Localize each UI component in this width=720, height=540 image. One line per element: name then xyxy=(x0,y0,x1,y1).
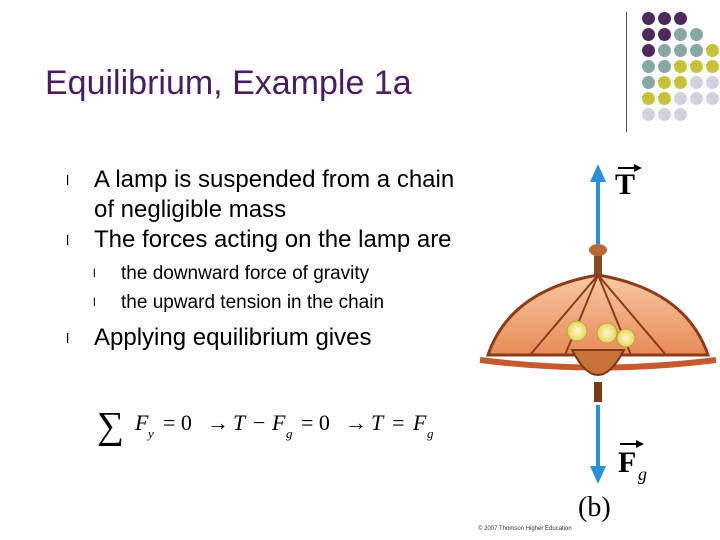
decor-dot xyxy=(658,108,671,121)
decor-dot xyxy=(642,60,655,73)
decor-dot xyxy=(658,12,671,25)
bullet-marker: l xyxy=(66,232,70,248)
arrow: → xyxy=(207,410,229,435)
lamp-chain xyxy=(594,245,602,285)
decor-dot xyxy=(690,28,703,41)
decor-dot xyxy=(674,44,687,57)
subscript-g: g xyxy=(286,426,293,441)
decor-dot xyxy=(690,60,703,73)
decor-dot xyxy=(642,28,655,41)
lamp-force-diagram: T F g (b) xyxy=(479,164,717,523)
tension-t: T xyxy=(233,410,247,435)
slide-title: Equilibrium, Example 1a xyxy=(45,64,412,102)
force-f: F xyxy=(134,410,149,435)
bullet-text: The forces acting on the lamp are xyxy=(94,226,452,253)
tension-arrowhead xyxy=(590,164,606,182)
subscript-y: y xyxy=(146,426,154,441)
decor-dot xyxy=(658,44,671,57)
bullet-item: l The forces acting on the lamp are xyxy=(66,225,466,255)
bullet-marker: l xyxy=(93,295,96,309)
decor-dot xyxy=(642,92,655,105)
sub-bullet-item: l the upward tension in the chain xyxy=(66,288,466,317)
decor-dot xyxy=(658,76,671,89)
sub-bullet-list: l the downward force of gravity l the up… xyxy=(66,259,466,317)
gravity-label: F xyxy=(618,446,636,479)
sub-bullet-text: the downward force of gravity xyxy=(121,263,370,284)
lamp-finial xyxy=(589,244,607,256)
decor-dot xyxy=(674,12,687,25)
decor-dot xyxy=(658,92,671,105)
bullet-text: A lamp is suspended from a chain of negl… xyxy=(94,166,455,223)
force-f: F xyxy=(271,410,286,435)
decor-dot xyxy=(658,28,671,41)
decor-dot xyxy=(674,76,687,89)
gravity-subscript: g xyxy=(638,464,647,484)
decor-dot xyxy=(706,92,719,105)
decor-dot xyxy=(674,108,687,121)
light-bulb-icon xyxy=(596,322,618,344)
vector-arrowhead xyxy=(636,440,644,448)
decorative-dot-grid xyxy=(640,10,720,130)
force-f: F xyxy=(412,410,427,435)
equals: = xyxy=(392,410,404,435)
sub-bullet-text: the upward tension in the chain xyxy=(121,292,385,313)
decor-dot xyxy=(690,44,703,57)
panel-label: (b) xyxy=(578,492,611,523)
decor-dot xyxy=(642,76,655,89)
equals-zero: = 0 xyxy=(163,410,192,435)
decor-dot xyxy=(642,108,655,121)
decor-dot xyxy=(642,12,655,25)
lampshade-ribs xyxy=(529,274,667,356)
decor-dot xyxy=(706,76,719,89)
vector-arrowhead xyxy=(634,164,642,172)
decor-dot xyxy=(642,44,655,57)
decor-dot xyxy=(674,92,687,105)
sub-bullet-item: l the downward force of gravity xyxy=(66,259,466,288)
tension-t: T xyxy=(371,410,385,435)
decor-dot xyxy=(674,28,687,41)
bullet-marker: l xyxy=(66,172,70,188)
decorative-divider xyxy=(626,12,627,132)
light-bulb-icon xyxy=(566,320,588,342)
bullet-marker: l xyxy=(93,266,96,280)
bullet-item: l A lamp is suspended from a chain of ne… xyxy=(66,165,466,225)
lamp-bottom-stem xyxy=(594,382,602,402)
minus: − xyxy=(253,410,265,435)
bullet-marker: l xyxy=(66,330,70,346)
decor-dot xyxy=(690,92,703,105)
decor-dot xyxy=(658,60,671,73)
sum-symbol: ∑ xyxy=(97,405,124,447)
decor-dot xyxy=(706,60,719,73)
decor-dot xyxy=(706,44,719,57)
lampshade xyxy=(485,273,711,357)
equilibrium-equation: ∑ F y = 0 → T − F g = 0 → T = F g xyxy=(97,405,434,447)
decor-dot xyxy=(674,60,687,73)
copyright-note: © 2007 Thomson Higher Education xyxy=(478,526,572,532)
bullet-list: l A lamp is suspended from a chain of ne… xyxy=(66,165,466,353)
arrow: → xyxy=(345,410,367,435)
tension-label: T xyxy=(615,168,635,201)
decor-dot xyxy=(690,76,703,89)
bullet-text: Applying equilibrium gives xyxy=(94,324,372,351)
subscript-g: g xyxy=(427,426,434,441)
bullet-item: l Applying equilibrium gives xyxy=(66,323,466,353)
gravity-arrowhead xyxy=(590,466,606,484)
light-bulb-icon xyxy=(616,328,636,348)
lamp-base xyxy=(570,349,626,376)
equals-zero: = 0 xyxy=(301,410,330,435)
